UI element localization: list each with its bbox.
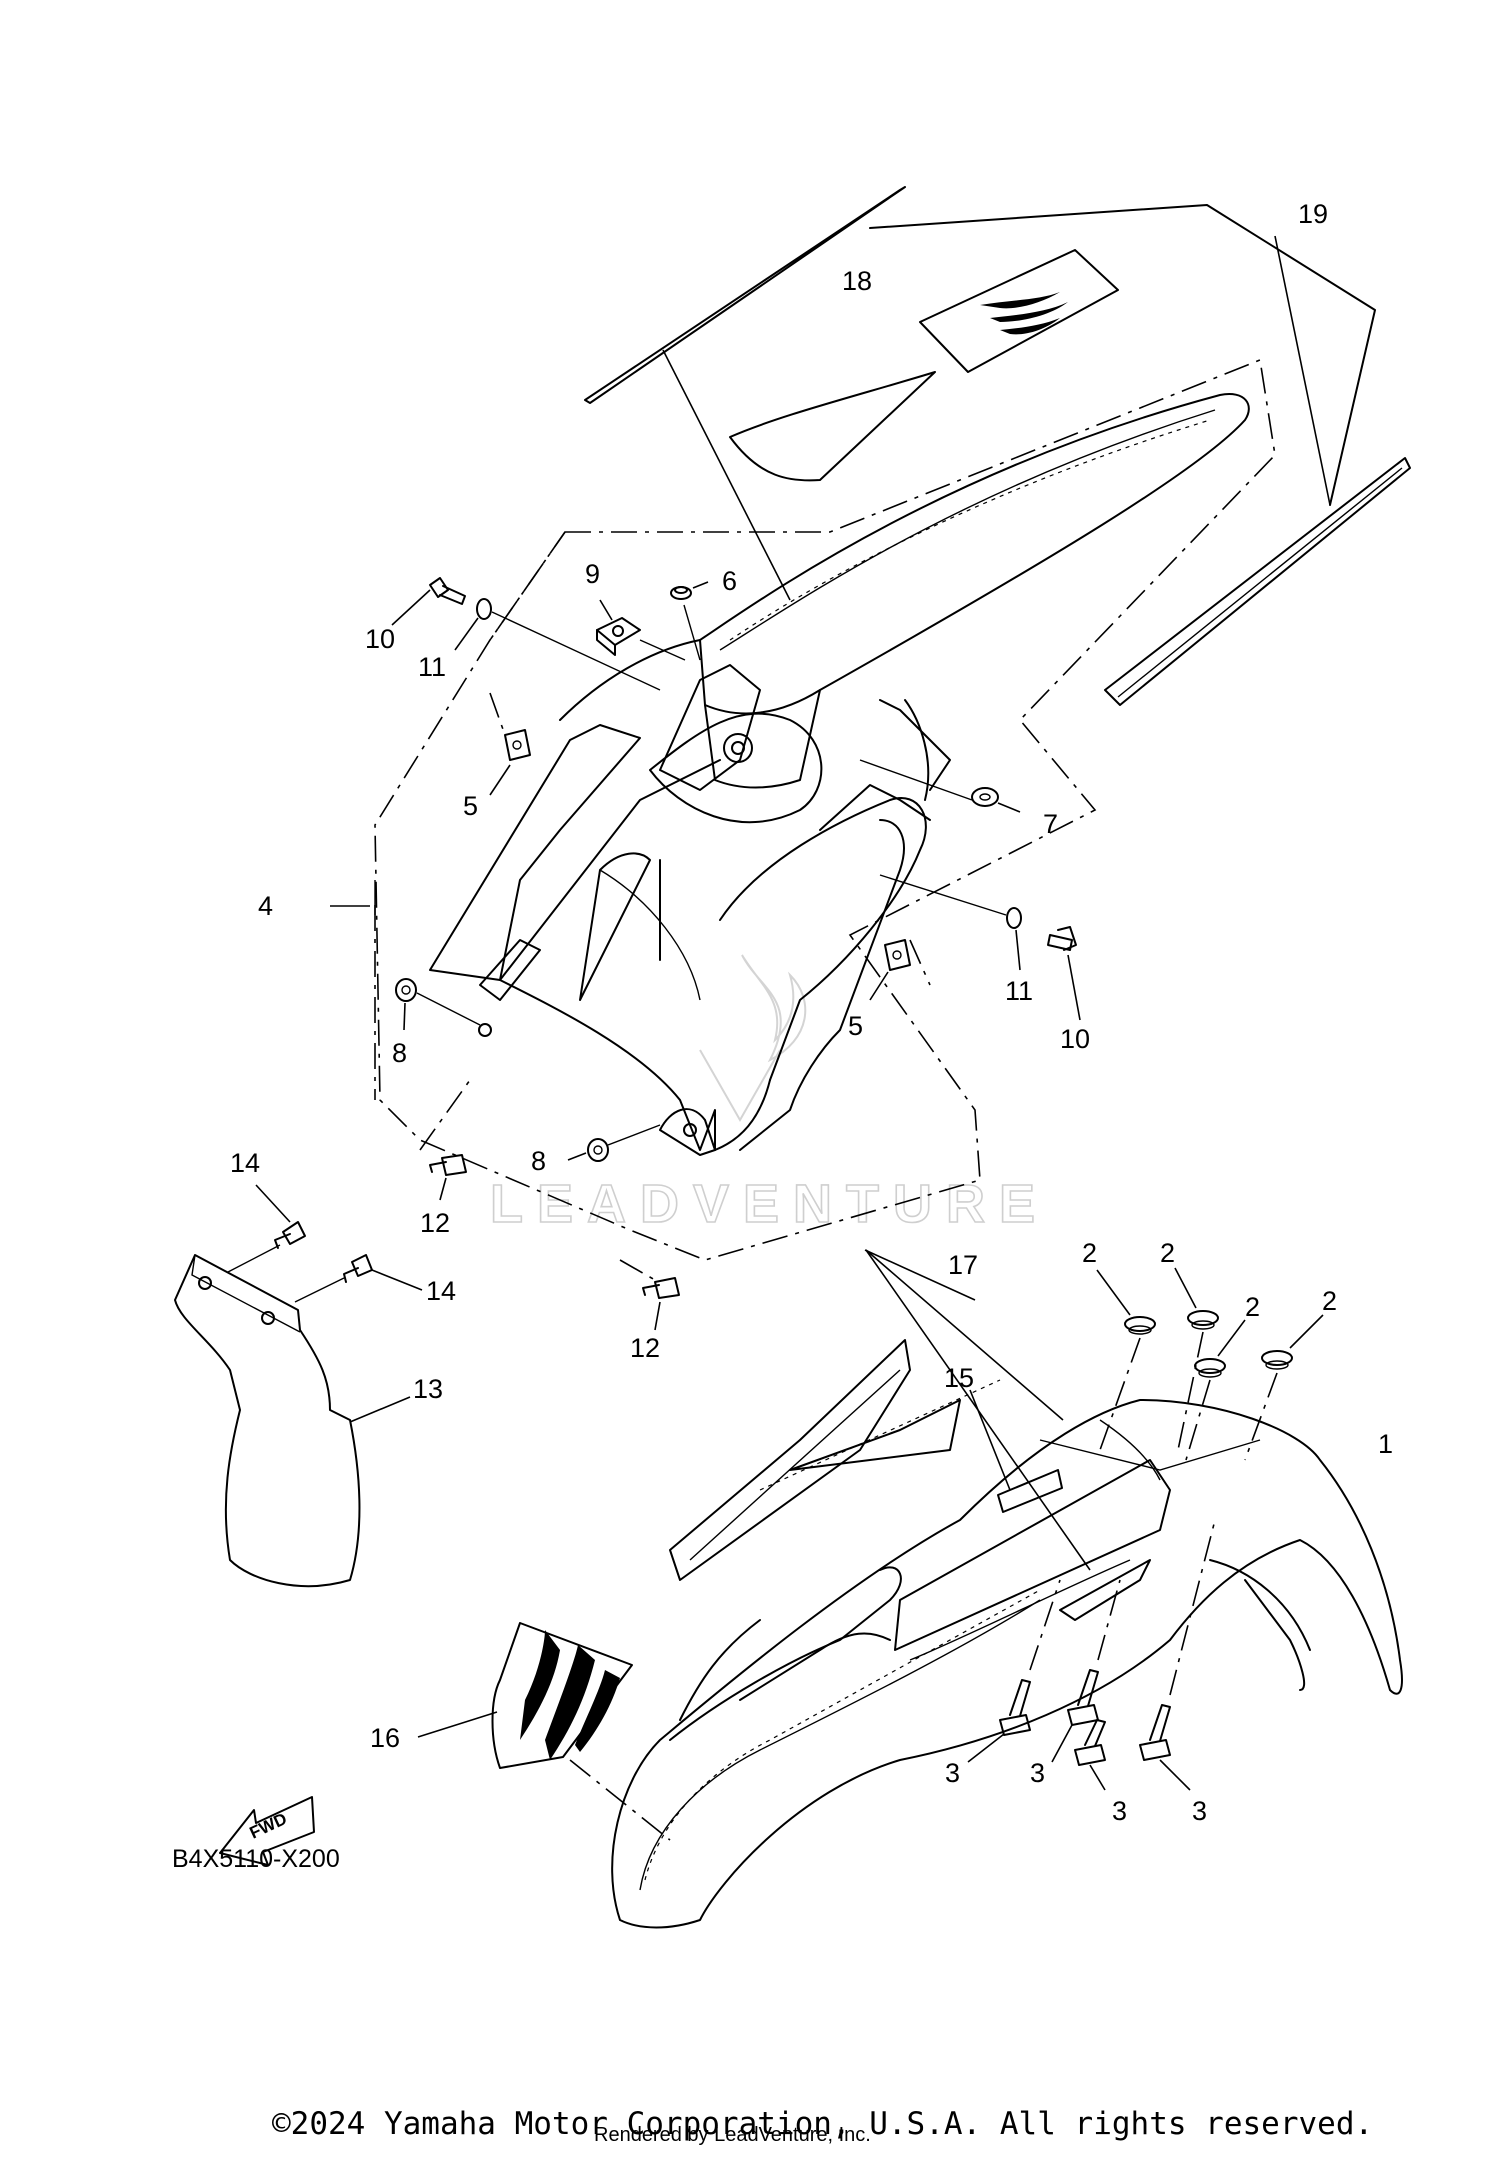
callout-2: 2	[1160, 1238, 1175, 1268]
part-5-nut-left	[489, 692, 531, 796]
callout-10: 10	[1060, 1024, 1090, 1054]
leadventure-watermark: LEADVENTURE	[489, 954, 1049, 1235]
callout-14: 14	[230, 1148, 260, 1178]
part-11-washer-left	[454, 598, 661, 691]
part-3-bolts	[967, 1519, 1216, 1791]
callout-12: 12	[420, 1208, 450, 1238]
callout-6: 6	[722, 566, 737, 596]
part-17-fender-decals	[669, 1249, 1091, 1581]
callout-3: 3	[1112, 1796, 1127, 1826]
part-16-claw-decal	[417, 1622, 671, 1841]
part-4-rear-fender	[330, 358, 1276, 1261]
callout-2: 2	[1322, 1286, 1337, 1316]
callout-8: 8	[531, 1146, 546, 1176]
callout-1: 1	[1378, 1429, 1393, 1459]
callout-5: 5	[463, 791, 478, 821]
part-2-grommets	[1096, 1267, 1324, 1461]
part-15-label	[969, 1389, 1063, 1513]
copyright-notice: ©2024 Yamaha Motor Corporation, U.S.A. A…	[272, 2106, 1374, 2142]
part-12-bolt-right	[619, 1259, 680, 1331]
part-6-grommet	[670, 581, 709, 661]
part-14-screw-lower	[294, 1254, 423, 1303]
part-14-screw-upper	[227, 1184, 306, 1273]
callout-3: 3	[1030, 1758, 1045, 1788]
callout-3: 3	[1192, 1796, 1207, 1826]
callout-15: 15	[944, 1363, 974, 1393]
callout-13: 13	[413, 1374, 443, 1404]
part-19-seat-cover-graphics	[584, 186, 1411, 706]
callout-19: 19	[1298, 199, 1328, 229]
callout-3: 3	[945, 1758, 960, 1788]
watermark-text: LEADVENTURE	[490, 1174, 1049, 1234]
callout-16: 16	[370, 1723, 400, 1753]
callout-4: 4	[258, 891, 273, 921]
callout-7: 7	[1043, 809, 1058, 839]
callout-2: 2	[1245, 1292, 1260, 1322]
callout-10: 10	[365, 624, 395, 654]
part-13-mud-flap	[174, 1254, 411, 1588]
fwd-label: FWD	[247, 1809, 290, 1843]
part-7-damper	[859, 759, 1021, 813]
part-11-washer-right	[879, 874, 1022, 971]
callout-18: 18	[842, 266, 872, 296]
callout-14: 14	[426, 1276, 456, 1306]
rendered-by-credit: Rendered by LeadVenture, Inc.	[594, 2124, 871, 2146]
callout-9: 9	[585, 559, 600, 589]
part-10-bolt-left	[391, 577, 466, 626]
part-8-washer-left	[395, 978, 481, 1031]
part-9-clip-nut	[596, 599, 686, 661]
callout-labels: 1 2 2 2 2 3 3 3 3 4 5 5 6 7 8 8 9 10 10 …	[230, 199, 1393, 1826]
callout-17: 17	[948, 1250, 978, 1280]
part-8-washer-right	[567, 1124, 661, 1162]
callout-12: 12	[630, 1333, 660, 1363]
part-10-bolt-right	[1047, 926, 1081, 1021]
part-12-bolt-left	[419, 1079, 471, 1201]
callout-2: 2	[1082, 1238, 1097, 1268]
callout-11: 11	[1005, 976, 1033, 1006]
part-1-front-fender	[611, 1399, 1403, 1929]
part-18-seat-decal	[729, 249, 1119, 482]
diagram-code: B4X5110-X200	[172, 1845, 340, 1873]
part-5-nut-right	[869, 939, 931, 1001]
callout-5: 5	[848, 1011, 863, 1041]
callout-11: 11	[418, 652, 446, 682]
callout-8: 8	[392, 1038, 407, 1068]
